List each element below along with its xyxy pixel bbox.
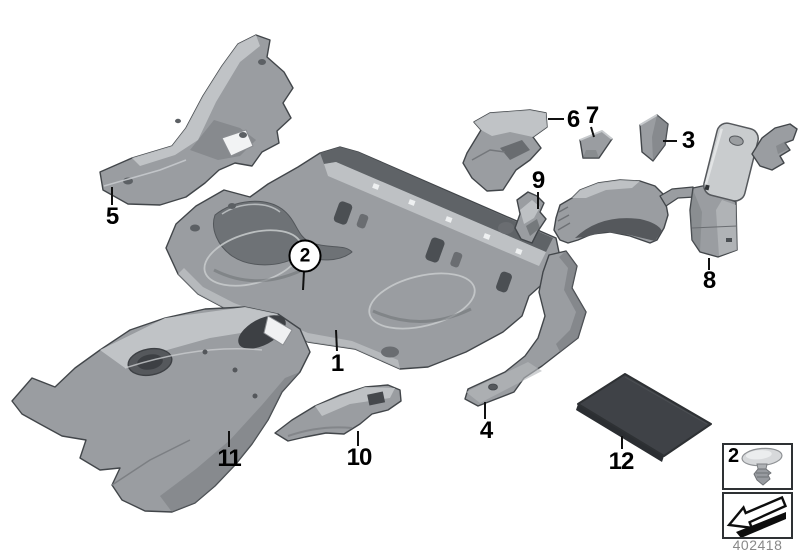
callout-9[interactable]: 9	[531, 167, 545, 194]
legend-callout-2: 2	[728, 445, 740, 467]
legend-arrow-cell	[722, 492, 793, 539]
callout-1[interactable]: 1	[330, 350, 344, 377]
part-3	[639, 114, 669, 162]
part-5	[99, 34, 294, 206]
part-12	[576, 373, 712, 462]
callout-5[interactable]: 5	[105, 203, 119, 230]
part-1	[165, 146, 562, 370]
callout-2-circled[interactable]: 2	[288, 239, 322, 273]
expanding-rivet-clip-icon	[741, 447, 783, 486]
part-6	[462, 109, 548, 192]
part-8	[553, 122, 798, 258]
part-11	[11, 306, 311, 513]
callout-3[interactable]: 3	[681, 127, 695, 154]
callout-11[interactable]: 11	[217, 445, 241, 472]
part-4	[464, 250, 587, 407]
callout-4[interactable]: 4	[479, 417, 493, 444]
legend-box: 2	[722, 443, 793, 539]
callout-8[interactable]: 8	[702, 267, 716, 294]
installation-direction-arrow-icon	[726, 495, 788, 537]
callout-6[interactable]: 6	[566, 106, 580, 133]
part-7	[579, 130, 613, 159]
legend-clip-cell[interactable]: 2	[722, 443, 793, 490]
part-10	[274, 384, 402, 442]
callout-12[interactable]: 12	[608, 448, 635, 475]
figure-number: 402418	[732, 537, 783, 553]
leader-lines	[111, 118, 710, 449]
callout-10[interactable]: 10	[346, 444, 373, 471]
callout-7[interactable]: 7	[585, 102, 599, 129]
